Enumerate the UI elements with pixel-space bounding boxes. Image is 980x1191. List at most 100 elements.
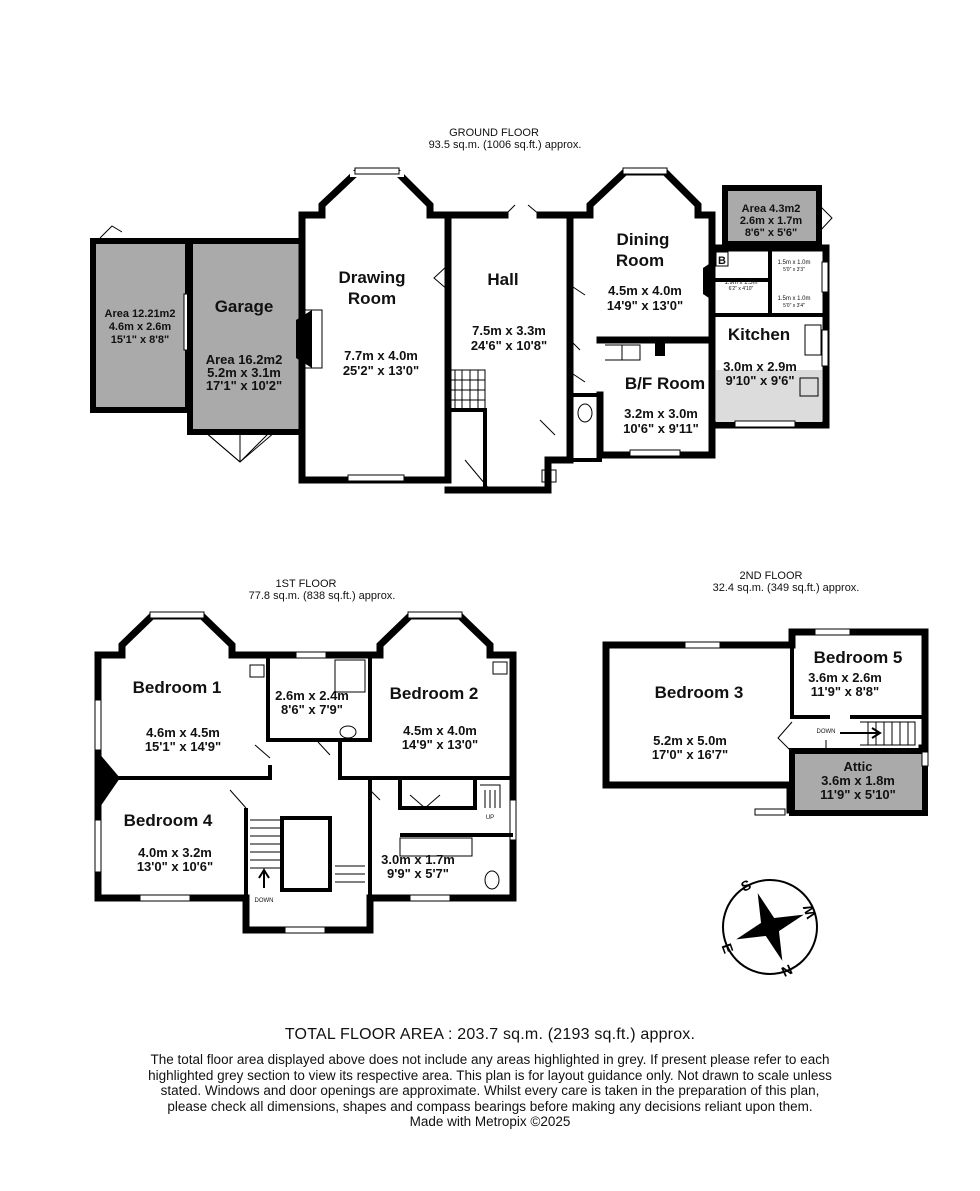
conservatory-door [818, 204, 833, 233]
garage-area-grey [187, 238, 305, 435]
compass-ring [722, 879, 818, 975]
first-floor-title: 1ST FLOOR [276, 578, 337, 590]
footer: TOTAL FLOOR AREA : 203.7 sq.m. (2193 sq.… [0, 1026, 980, 1130]
drawing-hearth [304, 309, 323, 369]
bed1-basin [249, 664, 265, 678]
attic-dim-ft: 11'9" x 5'10" [820, 787, 896, 802]
drawing-room-dim-m: 7.7m x 4.0m [344, 348, 418, 363]
wc-toilet [577, 403, 593, 423]
first-floor: 1ST FLOOR 77.8 sq.m. (838 sq.ft.) approx… [94, 578, 517, 934]
bed4-dim-ft: 13'0" x 10'6" [137, 859, 213, 874]
boiler-label: B [718, 255, 726, 267]
wc-walls [570, 393, 602, 462]
dining-room-dim-ft: 14'9" x 13'0" [607, 298, 683, 313]
store-door [99, 225, 123, 239]
drawing-fireplace [296, 310, 312, 368]
kitchen-hob [799, 377, 819, 397]
dining-room-name-2: Room [616, 251, 664, 270]
ensuite-dim-m: 2.6m x 2.4m [275, 688, 349, 703]
drawing-room-name-2: Room [348, 289, 396, 308]
attic-name: Attic [844, 759, 873, 774]
store-area-grey [90, 238, 191, 413]
down-arrow-icon [840, 727, 882, 739]
first-floor-stair-treads [250, 819, 365, 883]
bath-toilet [484, 870, 500, 890]
utility-partitions [712, 248, 826, 317]
first-floor-area: 77.8 sq.m. (838 sq.ft.) approx. [249, 590, 396, 602]
compass-s: S [738, 876, 753, 894]
garage-dim-ft: 17'1" x 10'2" [206, 378, 282, 393]
attic-grey [789, 748, 928, 816]
boiler-dim-m: 1.9m x 1.5m [724, 280, 757, 286]
bed5-dim-m: 3.6m x 2.6m [808, 670, 882, 685]
bed5-dim-ft: 11'9" x 8'8" [811, 684, 879, 699]
bathroom-dim-m: 3.0m x 1.7m [381, 852, 455, 867]
bed2-basin [492, 661, 508, 675]
hall-cupboard-wall [448, 408, 487, 490]
bath-tub [399, 837, 473, 857]
bathroom-dim-ft: 9'9" x 5'7" [387, 866, 449, 881]
attic-dim-m: 3.6m x 1.8m [821, 773, 895, 788]
kitchen-dim-m: 3.0m x 2.9m [723, 359, 797, 374]
hall-front-doors [504, 204, 541, 216]
conservatory-dim-m: 2.6m x 1.7m [740, 215, 803, 227]
garage-dim-m: 5.2m x 3.1m [207, 365, 281, 380]
dining-fireplace [703, 262, 712, 300]
store-b-dim-m: 1.5m x 1.0m [777, 296, 810, 302]
bath-side-window [509, 799, 517, 841]
bf-room-dim-m: 3.2m x 3.0m [624, 406, 698, 421]
attic-window [921, 751, 929, 767]
bf-room-cupboard [605, 344, 641, 361]
first-floor-up-label: UP [486, 815, 494, 821]
bed1-dim-m: 4.6m x 4.5m [146, 725, 220, 740]
hall-wc-basin [541, 469, 557, 483]
bed5-name: Bedroom 5 [814, 648, 903, 667]
dining-doors [569, 284, 586, 351]
bed2-dim-ft: 14'9" x 13'0" [402, 737, 478, 752]
bed3-dim-ft: 17'0" x 16'7" [652, 747, 728, 762]
bed1-window [149, 611, 205, 619]
compass-n: N [779, 961, 795, 980]
total-floor-area: TOTAL FLOOR AREA : 203.7 sq.m. (2193 sq.… [284, 1026, 696, 1043]
kitchen-dim-ft: 9'10" x 9'6" [725, 373, 794, 388]
bed3-bottom-window [754, 808, 786, 816]
compass-rose-icon [736, 893, 804, 961]
bed4-dim-m: 4.0m x 3.2m [138, 845, 212, 860]
ensuite-shower [334, 659, 366, 693]
drawing-room-walls [298, 168, 452, 484]
compass-e: E [719, 941, 737, 955]
bed4-side-window [94, 819, 102, 873]
second-floor-title: 2ND FLOOR [740, 570, 803, 582]
garage-doors [204, 431, 271, 463]
bed4-window [139, 894, 191, 902]
bed5-window [814, 628, 851, 636]
hall-inner-door [539, 419, 556, 436]
dining-window [622, 167, 668, 175]
hall-dim-m: 7.5m x 3.3m [472, 323, 546, 338]
bathroom-window [409, 894, 451, 902]
boiler-box [715, 251, 729, 267]
cupboard-doors [409, 794, 441, 809]
landing-window [284, 926, 326, 934]
store-b-dim-ft: 5'0" x 3'4" [783, 303, 805, 309]
ground-floor: GROUND FLOOR 93.5 sq.m. (1006 sq.ft.) ap… [90, 127, 833, 494]
drawing-window-top [354, 167, 400, 175]
bed2-dim-m: 4.5m x 4.0m [403, 723, 477, 738]
kitchen-name: Kitchen [728, 325, 790, 344]
ground-floor-area: 93.5 sq.m. (1006 sq.ft.) approx. [429, 139, 582, 151]
bed3-name: Bedroom 3 [655, 683, 744, 702]
bed1-name: Bedroom 1 [133, 678, 222, 697]
store-a-dim-m: 1.5m x 1.0m [777, 260, 810, 266]
kitchen-block-walls [708, 244, 830, 429]
stairwell [280, 816, 332, 892]
kitchen-side-window [821, 329, 829, 367]
drawing-room-name-1: Drawing [338, 268, 405, 287]
bed3-window [684, 641, 721, 649]
garage-door-swing [204, 431, 276, 463]
first-floor-outer-walls [94, 612, 517, 934]
bed4-name: Bedroom 4 [124, 811, 213, 830]
up-stairs [480, 784, 501, 808]
bf-room-pillar [655, 340, 665, 356]
first-floor-down-label: DOWN [255, 898, 274, 904]
bed2-window [407, 611, 463, 619]
